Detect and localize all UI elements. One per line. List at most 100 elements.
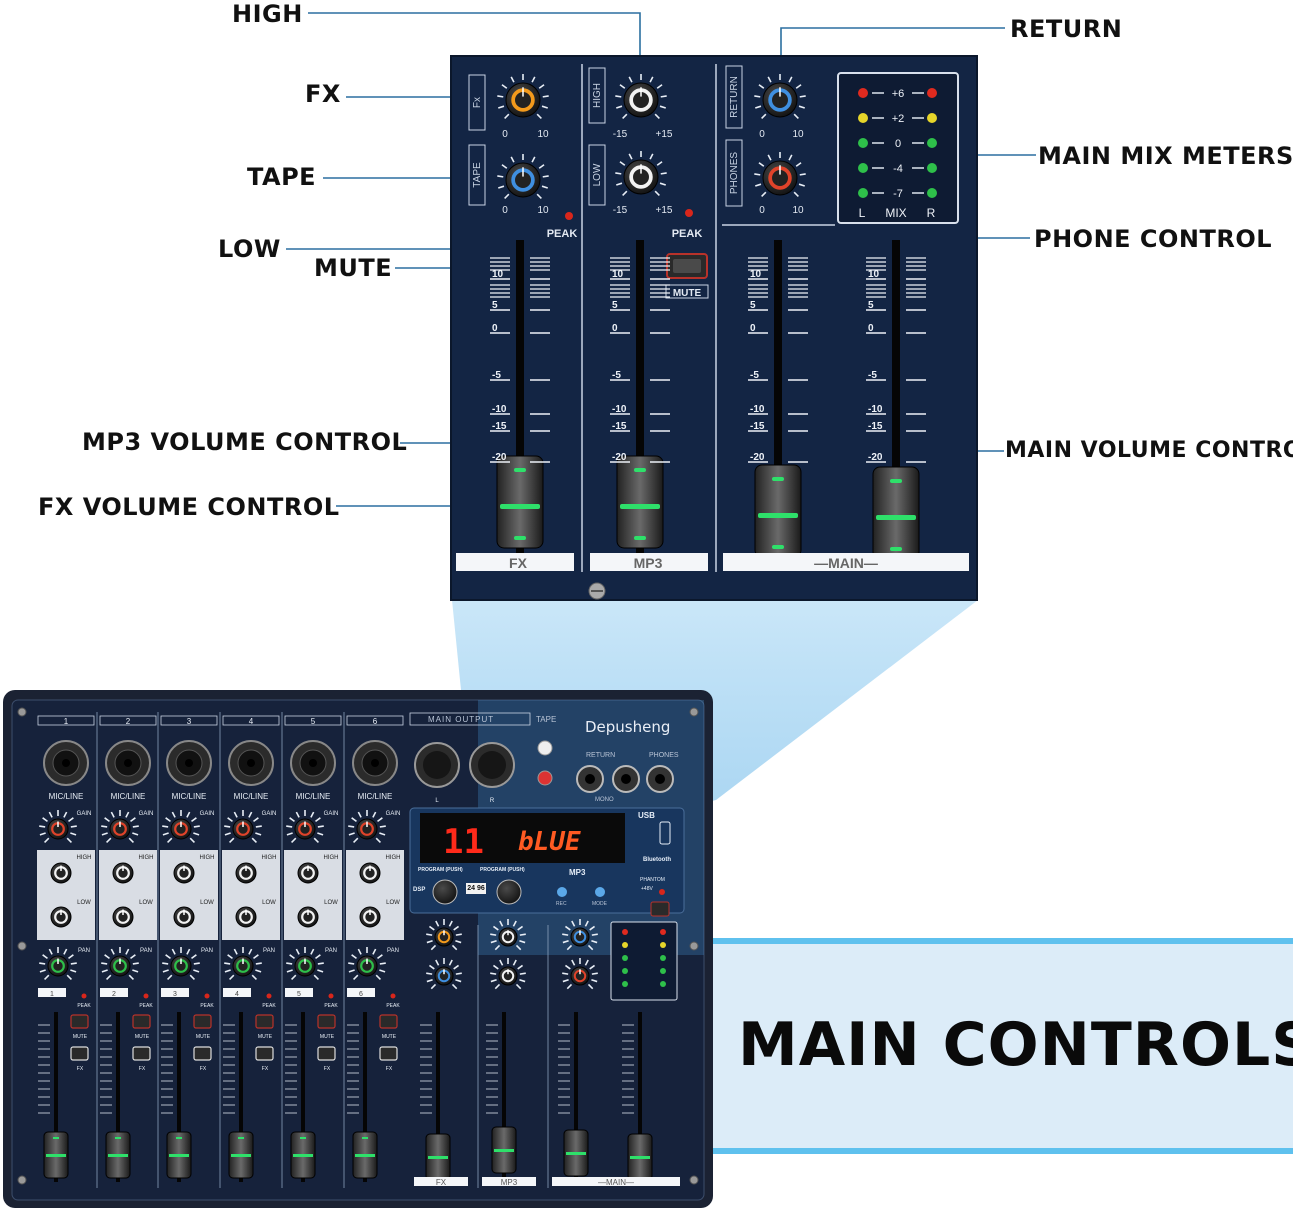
mp3-label: MP3 [569,868,586,877]
tape-knob[interactable] [497,154,549,199]
mode-button[interactable] [595,887,605,897]
channel-fader[interactable] [105,1131,131,1179]
channel-number-tab [99,715,157,726]
gain-knob[interactable] [39,810,77,844]
tape-rca-right[interactable] [537,770,553,786]
channel-fader[interactable] [290,1131,316,1179]
high-eq-knob-small[interactable] [112,862,134,884]
low-eq-knob-small[interactable] [359,906,381,928]
channel-fader[interactable] [43,1131,69,1179]
dsp-program-knob[interactable] [432,879,458,905]
zoom-knob-scale: 0 [502,129,508,140]
high-eq-knob-small[interactable] [359,862,381,884]
gain-knob[interactable] [348,810,386,844]
peak-label: PEAK [77,1003,91,1009]
zoom-peak-label: PEAK [672,228,703,240]
mute-button-small[interactable] [70,1014,89,1029]
fx-button-small[interactable] [70,1046,89,1061]
usb-port[interactable] [659,821,671,845]
fx-button-small[interactable] [255,1046,274,1061]
zoom-knob-scale: -15 [613,205,628,216]
zoom-strip-bg [456,553,574,571]
channel-fader[interactable] [228,1131,254,1179]
mp3-fader-small[interactable] [491,1126,517,1174]
pan-knob[interactable] [286,947,324,981]
channel-number-tab [284,715,342,726]
gain-knob[interactable] [224,810,262,844]
mp3-fader[interactable] [616,240,664,560]
mixer-strip-label: FX [436,1178,447,1187]
meter-led-right [927,163,937,173]
high-eq-knob-small[interactable] [50,862,72,884]
callout-main-volume: MAIN VOLUME CONTROL [1005,438,1293,463]
pan-label: PAN [140,948,152,954]
low-eq-knob-small[interactable] [50,906,72,928]
high-eq-knob-small[interactable] [235,862,257,884]
low-eq-knob[interactable] [615,151,667,196]
fx-button-small[interactable] [379,1046,398,1061]
mute-button[interactable] [666,253,708,279]
return-knob-small[interactable] [562,919,598,951]
tape-knob-small[interactable] [426,958,462,990]
high-eq-knob[interactable] [615,74,667,119]
banner-title: MAIN CONTROLS [738,1010,1293,1080]
fx-send-knob[interactable] [497,74,549,119]
pan-label: PAN [387,948,399,954]
pan-knob[interactable] [162,947,200,981]
pan-knob[interactable] [348,947,386,981]
pan-knob[interactable] [39,947,77,981]
mute-button-small[interactable] [193,1014,212,1029]
tape-rca-left[interactable] [537,740,553,756]
meter-footer-label: L [859,206,866,220]
high-label: HIGH [200,855,215,861]
return-knob[interactable] [754,74,806,119]
meter-value: -4 [893,163,903,175]
low-eq-knob-small[interactable] [297,906,319,928]
fx-button-small[interactable] [132,1046,151,1061]
mute-button-small[interactable] [255,1014,274,1029]
mute-button-small[interactable] [317,1014,336,1029]
meter-value: -7 [893,188,903,200]
zoom-fader-scale: 10 [612,269,624,280]
mute-button-small[interactable] [379,1014,398,1029]
main-fader-left-small[interactable] [563,1129,589,1177]
meter-footer-label: MIX [885,206,906,220]
channel-fader-track [363,1012,367,1182]
fx-button-small[interactable] [317,1046,336,1061]
high-eq-knob-small[interactable] [173,862,195,884]
main-fader-left[interactable] [754,240,802,560]
pan-knob[interactable] [224,947,262,981]
low-eq-knob-small[interactable] [173,906,195,928]
channel-fader[interactable] [166,1131,192,1179]
eq-section-bg [284,850,342,940]
mp3-program-knob[interactable] [496,879,522,905]
mixer-strip-label: —MAIN— [598,1178,634,1187]
phones-knob-small[interactable] [562,958,598,990]
callout-low: LOW [218,235,281,263]
peak-led [266,993,272,999]
gain-knob[interactable] [101,810,139,844]
eq-section-bg [222,850,280,940]
input-label: MIC/LINE [172,792,207,801]
screw [17,707,27,717]
fx-send-knob-small[interactable] [426,919,462,951]
fx-fader[interactable] [496,240,544,560]
low-eq-knob-small[interactable] [235,906,257,928]
mute-button-small[interactable] [132,1014,151,1029]
fx-label: FX [386,1066,393,1072]
phantom-button[interactable] [650,901,670,917]
channel-fader[interactable] [352,1131,378,1179]
gain-knob[interactable] [162,810,200,844]
fx-button-small[interactable] [193,1046,212,1061]
pan-knob[interactable] [101,947,139,981]
high-eq-knob-small[interactable] [297,862,319,884]
main-fader-right-small[interactable] [627,1133,653,1181]
phones-knob[interactable] [754,152,806,197]
high-eq-knob-small[interactable] [490,919,526,951]
low-eq-knob-small[interactable] [112,906,134,928]
low-eq-knob-small[interactable] [490,958,526,990]
rec-button[interactable] [557,887,567,897]
lcd-display [420,813,625,863]
gain-knob[interactable] [286,810,324,844]
fx-fader-small[interactable] [425,1133,451,1181]
